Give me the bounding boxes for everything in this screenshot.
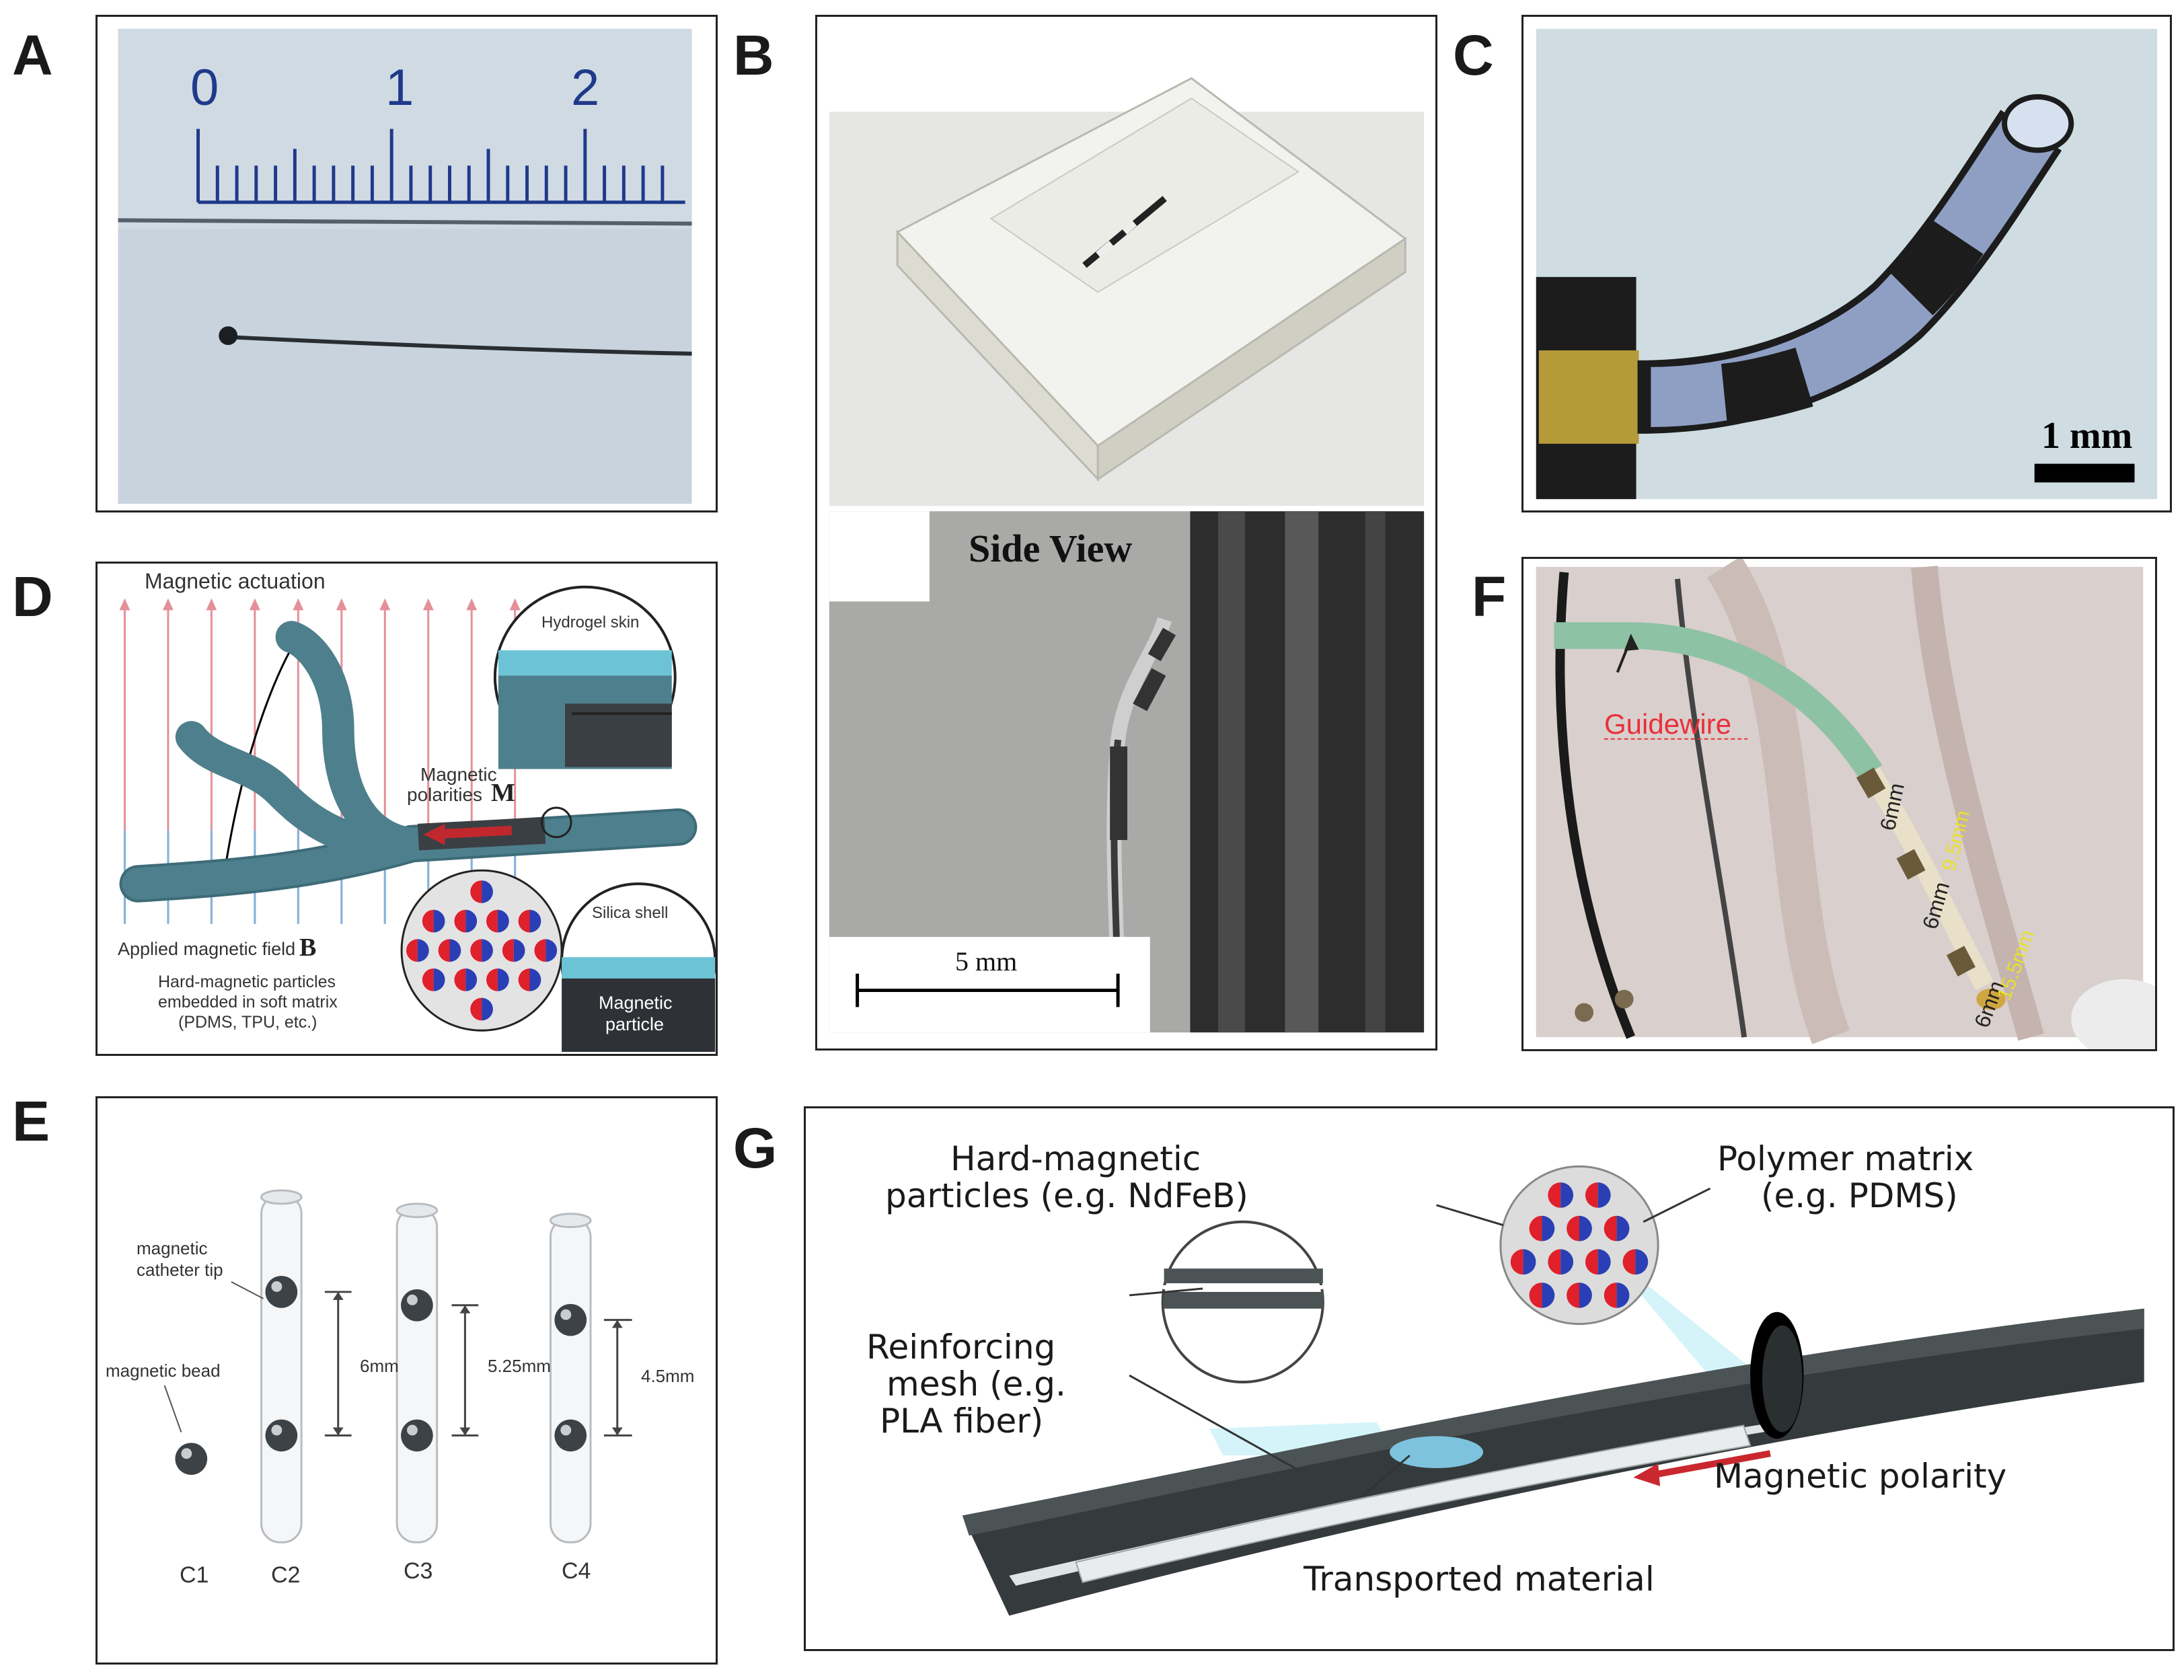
panel-label-e: E [12,1090,50,1153]
mesh-line2: mesh (e.g. [887,1365,1066,1404]
panel-e-graphic [98,1098,716,1663]
panel-c-scale-label: 1 mm [2041,415,2133,457]
panel-label-g: G [733,1116,778,1180]
silica-shell-label: Silica shell [592,904,669,922]
magnetic-actuation-label: Magnetic actuation [145,569,326,593]
particles-line2: particles (e.g. NdFeB) [885,1176,1248,1215]
panel-c-graphic [1523,17,2170,510]
polarity-label: Magnetic polarity [1714,1457,2007,1496]
panel-a-photo: 0 1 2 [96,15,718,512]
caption-c1: C1 [180,1562,209,1588]
tip-label-line2: catheter tip [137,1260,223,1280]
panel-g-diagram: Hard-magnetic particles (e.g. NdFeB) Pol… [804,1106,2175,1651]
field-symbol: B [299,933,317,962]
matrix-line3: (PDMS, TPU, etc.) [178,1013,317,1032]
panel-label-a: A [12,24,53,87]
bead-label: magnetic bead [106,1361,221,1381]
dist-label-c3: 5.25mm [488,1356,551,1376]
mesh-line1: Reinforcing [866,1328,1056,1367]
caption-c3: C3 [404,1558,433,1584]
panel-label-d: D [12,565,53,628]
ruler-number-1: 1 [385,59,414,116]
panel-f-graphic [1523,559,2155,1049]
panel-e-diagram: magnetic catheter tip magnetic bead 6mm … [96,1096,718,1665]
hydrogel-skin-label: Hydrogel skin [541,613,640,632]
panel-c-photo: 1 mm [1521,15,2172,512]
polarities-symbol: M [491,779,515,807]
panel-f-photo: Guidewire 6mm 6mm 6mm 9.5mm 15.5mm [1521,557,2157,1051]
polymer-line1: Polymer matrix [1717,1139,1974,1178]
tip-label-line1: magnetic [137,1238,208,1258]
panel-label-b: B [733,24,774,87]
ruler-number-0: 0 [190,59,219,116]
dist-label-c4: 4.5mm [641,1366,695,1386]
particles-line1: Hard-magnetic [950,1139,1201,1178]
panel-d-graphic [98,564,716,1054]
particle-line2: particle [605,1014,665,1034]
matrix-line1: Hard-magnetic particles [158,972,336,991]
panel-a-graphic [98,17,716,510]
panel-g-graphic [808,1108,2170,1649]
transport-label: Transported material [1304,1560,1655,1599]
matrix-line2: embedded in soft matrix [158,993,338,1011]
caption-c2: C2 [271,1562,301,1588]
side-view-label: Side View [969,527,1133,570]
panel-b-scale-label: 5 mm [955,946,1018,977]
polarities-line2: polarities [407,784,483,805]
mesh-line3: PLA fiber) [880,1402,1044,1441]
dist-label-c2: 6mm [360,1356,399,1376]
guidewire-label: Guidewire [1604,708,1732,740]
polarities-line1: Magnetic [420,764,497,785]
panel-d-diagram: Magnetic actuation Hydrogel skin Magneti… [96,562,718,1056]
panel-label-c: C [1453,24,1494,87]
panel-b-photo: Side View 5 mm [815,15,1437,1051]
ruler-number-2: 2 [571,59,600,116]
panel-label-f: F [1472,565,1507,628]
caption-c4: C4 [562,1558,591,1584]
panel-b-graphic [817,17,1435,1048]
applied-field-label: Applied magnetic field [118,939,296,959]
polymer-line2: (e.g. PDMS) [1761,1176,1958,1215]
particle-line1: Magnetic [599,993,673,1013]
